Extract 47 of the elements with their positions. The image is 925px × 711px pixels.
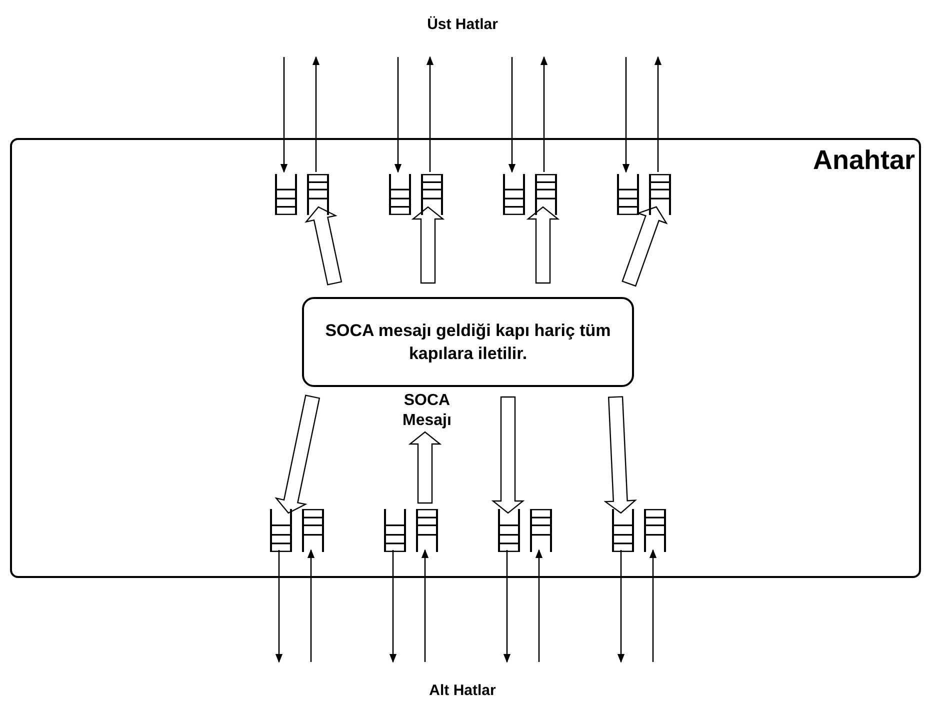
switch-title: Anahtar [812,144,915,177]
queue-symbol [275,174,297,215]
block-arrow [604,396,637,514]
queue-symbol [530,509,552,552]
arrow [307,549,315,662]
message-box [302,297,634,387]
arrow [617,550,625,663]
block-arrow [304,206,342,286]
queue-symbol [617,174,639,215]
arrow [312,56,320,172]
queue-symbol [535,174,557,215]
arrow [654,56,662,172]
arrow [389,550,397,663]
block-arrow [491,396,525,514]
block-arrow [411,206,445,284]
queue-symbol [421,174,443,215]
arrow [394,57,402,173]
arrow [426,56,434,172]
queue-symbol [302,509,324,552]
arrow-caption: SOCA Mesajı [402,391,452,431]
switch-box [10,138,921,578]
arrow [280,57,288,173]
line-group-label: Üst Hatlar [426,15,499,35]
queue-symbol [384,509,406,552]
queue-symbol [503,174,525,215]
arrow [535,549,543,662]
block-arrow [526,206,560,284]
arrow [649,549,657,662]
line-group-label: Alt Hatlar [428,681,497,701]
queue-symbol [270,509,292,552]
arrow [508,57,516,173]
arrow [421,549,429,662]
queue-symbol [416,509,438,552]
queue-symbol [389,174,411,215]
queue-symbol [644,509,666,552]
message-text: SOCA mesajı geldiği kapı hariç tüm kapılara iletilir. [324,320,612,365]
queue-symbol [612,509,634,552]
queue-symbol [498,509,520,552]
arrow [622,57,630,173]
block-arrow [274,394,320,514]
arrow [540,56,548,172]
arrow [503,550,511,663]
queue-symbol [649,174,671,215]
queue-symbol [307,174,329,215]
block-arrow [622,206,668,287]
block-arrow [408,431,442,504]
arrow [275,550,283,663]
